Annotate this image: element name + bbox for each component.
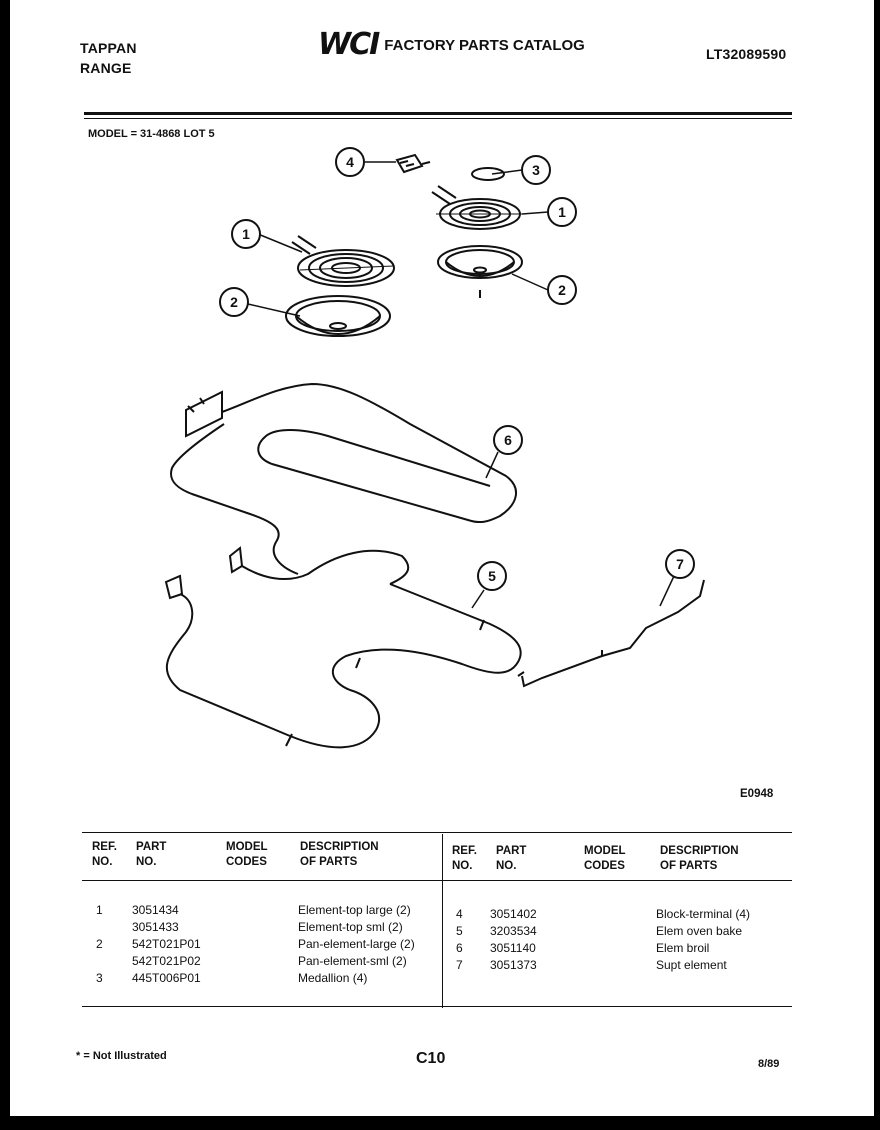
- catalog-sheet: TAPPAN RANGE WCI FACTORY PARTS CATALOG L…: [10, 0, 874, 1116]
- table-row: 4 3051402 Block-terminal (4): [456, 907, 751, 921]
- table-top-rule: [82, 832, 792, 833]
- table-row: 6 3051140 Elem broil: [456, 941, 710, 955]
- callout-7: 7: [676, 556, 684, 572]
- brand-name: TAPPAN: [80, 40, 137, 56]
- page-number: C10: [416, 1050, 446, 1067]
- catalog-title: FACTORY PARTS CATALOG: [384, 36, 585, 54]
- header-divider: [84, 112, 792, 115]
- surface-element-right-drawing: [431, 185, 524, 230]
- table-row: 3051433 Element-top sml (2): [132, 920, 403, 934]
- callout-3: 3: [532, 162, 540, 178]
- parts-list-right: 4 3051402 Block-terminal (4) 5 3203534 E…: [456, 906, 786, 974]
- drip-pan-left-drawing: [285, 295, 391, 337]
- header-divider-thin: [84, 118, 792, 119]
- document-number: LT32089590: [706, 46, 787, 62]
- revision-date: 8/89: [758, 1058, 780, 1070]
- bake-element-drawing: [164, 546, 522, 749]
- table-row: 1 3051434 Element-top large (2): [96, 903, 411, 917]
- callout-5: 5: [488, 568, 496, 584]
- surface-element-left-drawing: [291, 235, 395, 287]
- callout-2-right: 2: [558, 282, 566, 298]
- catalog-heading: WCI FACTORY PARTS CATALOG: [318, 30, 585, 60]
- callout-6: 6: [504, 432, 512, 448]
- table-row: 5 3203534 Elem oven bake: [456, 924, 743, 938]
- parts-diagram: 4 3 1 2 1 2 6 5 7: [164, 147, 705, 749]
- callout-1-right: 1: [558, 204, 566, 220]
- broil-element-drawing: [170, 382, 517, 575]
- parts-list-left: 1 3051434 Element-top large (2) 3051433 …: [96, 902, 436, 987]
- table-row: 542T021P02 Pan-element-sml (2): [132, 954, 407, 968]
- callout-4: 4: [346, 154, 354, 170]
- table-column-divider: [442, 834, 443, 1008]
- table-header-rule: [82, 880, 792, 881]
- medallion-drawing: [471, 167, 505, 181]
- table-row: 7 3051373 Supt element: [456, 958, 727, 972]
- table-row: 3 445T006P01 Medallion (4): [96, 971, 368, 985]
- drip-pan-right-drawing: [437, 245, 523, 298]
- header-ref-no-left: REF.NO.: [92, 841, 117, 868]
- product-type: RANGE: [80, 60, 132, 76]
- model-line: MODEL = 31-4868 LOT 5: [88, 128, 215, 140]
- table-row: 2 542T021P01 Pan-element-large (2): [96, 937, 415, 951]
- header-ref-no-right: REF.NO.: [452, 845, 477, 872]
- callout-1-left: 1: [242, 226, 250, 242]
- drawing-code: E0948: [740, 788, 774, 800]
- support-element-drawing: [517, 579, 705, 688]
- terminal-block-drawing: [395, 153, 431, 174]
- table-bottom-rule: [82, 1006, 792, 1007]
- not-illustrated-note: * = Not Illustrated: [76, 1050, 167, 1062]
- callout-2-left: 2: [230, 294, 238, 310]
- wci-logo: WCI: [318, 27, 380, 62]
